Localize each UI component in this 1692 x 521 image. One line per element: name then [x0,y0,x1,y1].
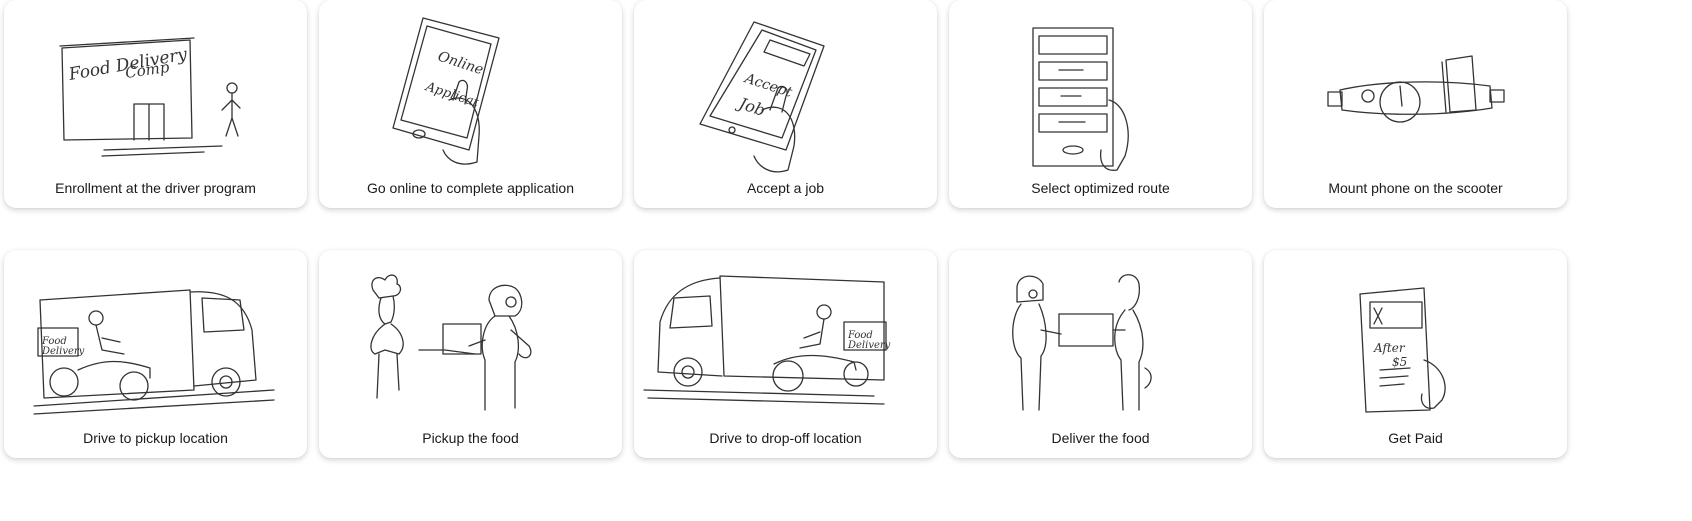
phone-payment-icon: After $5 [1359,287,1446,413]
step-card-select-route[interactable]: Select optimized route [949,0,1252,208]
handoff-icon [1012,274,1152,411]
step-card-accept-job[interactable]: Accept Job Accept a job [634,0,937,208]
phone-list-icon [1032,27,1129,171]
step-card-drive-dropoff[interactable]: Food Delivery Drive to drop-off location [634,250,937,458]
step-card-mount-phone[interactable]: Mount phone on the scooter [1264,0,1567,208]
sketch-text: Delivery [847,340,891,351]
truck-scooter-icon: Food Delivery [33,289,275,415]
phone-hand-icon: Online Applicat [392,17,500,165]
truck-scooter-icon: Food Delivery [643,275,891,405]
step-caption: Accept a job [746,180,825,196]
sketch-text: Job [734,93,768,120]
step-caption: Enrollment at the driver program [55,180,256,196]
sketch-text: After [1373,341,1406,355]
step-caption: Drive to drop-off location [709,430,862,446]
step-caption: Mount phone on the scooter [1328,180,1503,196]
sketch-text: Online [436,49,485,79]
step-card-pickup-food[interactable]: Pickup the food [319,250,622,458]
step-card-get-paid[interactable]: After $5 Get Paid [1264,250,1567,458]
chef-courier-icon [370,274,532,411]
step-caption: Go online to complete application [366,180,575,196]
step-card-drive-pickup[interactable]: Food Delivery Drive to pickup location [4,250,307,458]
phone-hand-icon: Accept Job [699,21,825,173]
step-card-deliver-food[interactable]: Deliver the food [949,250,1252,458]
step-card-enrollment[interactable]: Food Delivery Comp Enrollment at the dri… [4,0,307,208]
scooter-mount-icon [1327,55,1505,123]
step-caption: Drive to pickup location [83,430,228,446]
sketch-text: Food [41,336,67,347]
sketch-text: $5 [1392,355,1407,369]
step-caption: Get Paid [1388,430,1443,446]
step-caption: Deliver the food [1051,430,1150,446]
sketch-text: Applicat [423,79,481,111]
sketch-text: Food [847,330,873,341]
building-person-icon: Food Delivery Comp [59,37,241,157]
step-caption: Pickup the food [422,430,519,446]
sketch-text: Delivery [41,346,85,357]
step-card-online-application[interactable]: Online Applicat Go online to complete ap… [319,0,622,208]
step-caption: Select optimized route [1031,180,1170,196]
